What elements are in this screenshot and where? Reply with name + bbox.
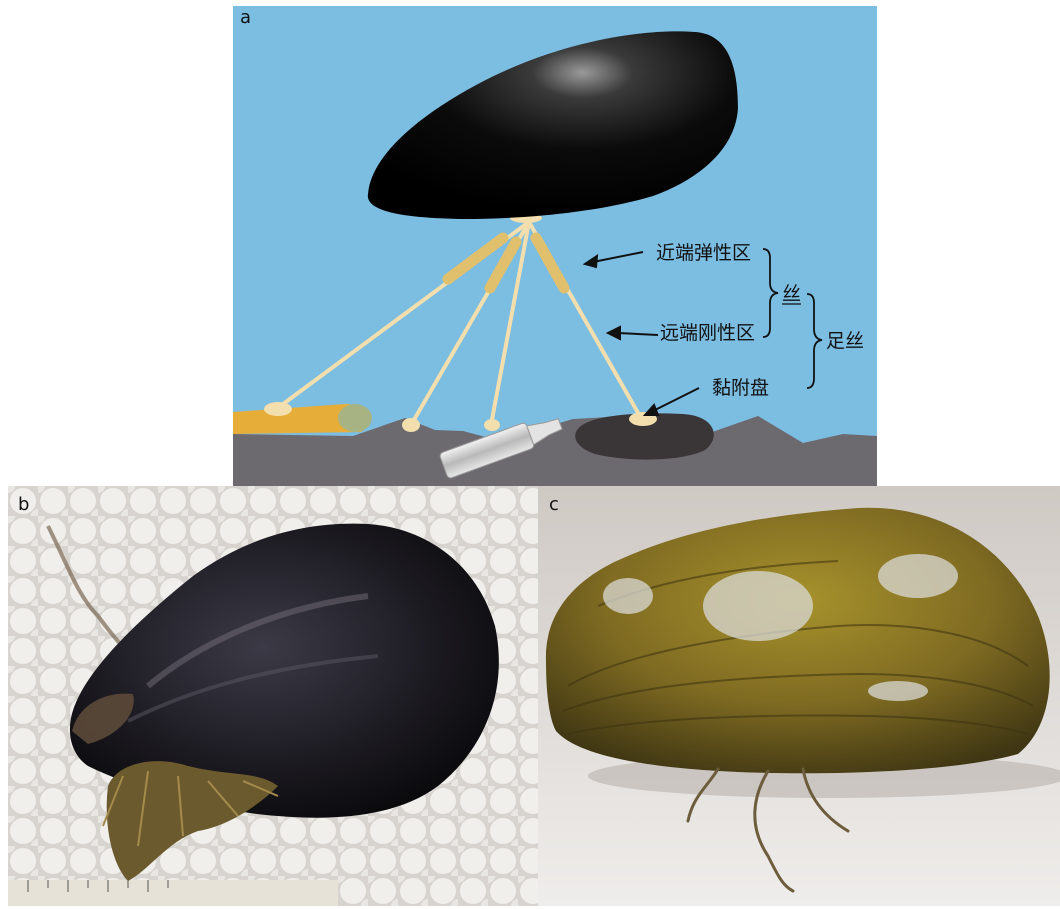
label-adhesive-plaque: 黏附盘 <box>712 377 769 399</box>
panel-a-schematic: 近端弹性区 远端刚性区 丝 足丝 黏附盘 a <box>233 6 877 486</box>
ruler <box>8 880 338 906</box>
panel-c-photo: c <box>538 486 1060 906</box>
panel-b-label: b <box>18 494 29 515</box>
log-end <box>338 404 372 432</box>
panel-b-photo: b <box>8 486 538 906</box>
panel-c-label: c <box>549 494 559 515</box>
label-thread: 丝 <box>782 283 801 305</box>
mussel-photo-b <box>8 486 538 906</box>
label-proximal-elastic: 近端弹性区 <box>656 242 751 264</box>
label-distal-rigid: 远端刚性区 <box>660 322 755 344</box>
label-byssus: 足丝 <box>826 330 864 352</box>
mussel-photo-c <box>538 486 1060 906</box>
panel-a-label: a <box>240 7 251 28</box>
byssus-schematic: 近端弹性区 远端刚性区 丝 足丝 黏附盘 <box>233 6 877 486</box>
